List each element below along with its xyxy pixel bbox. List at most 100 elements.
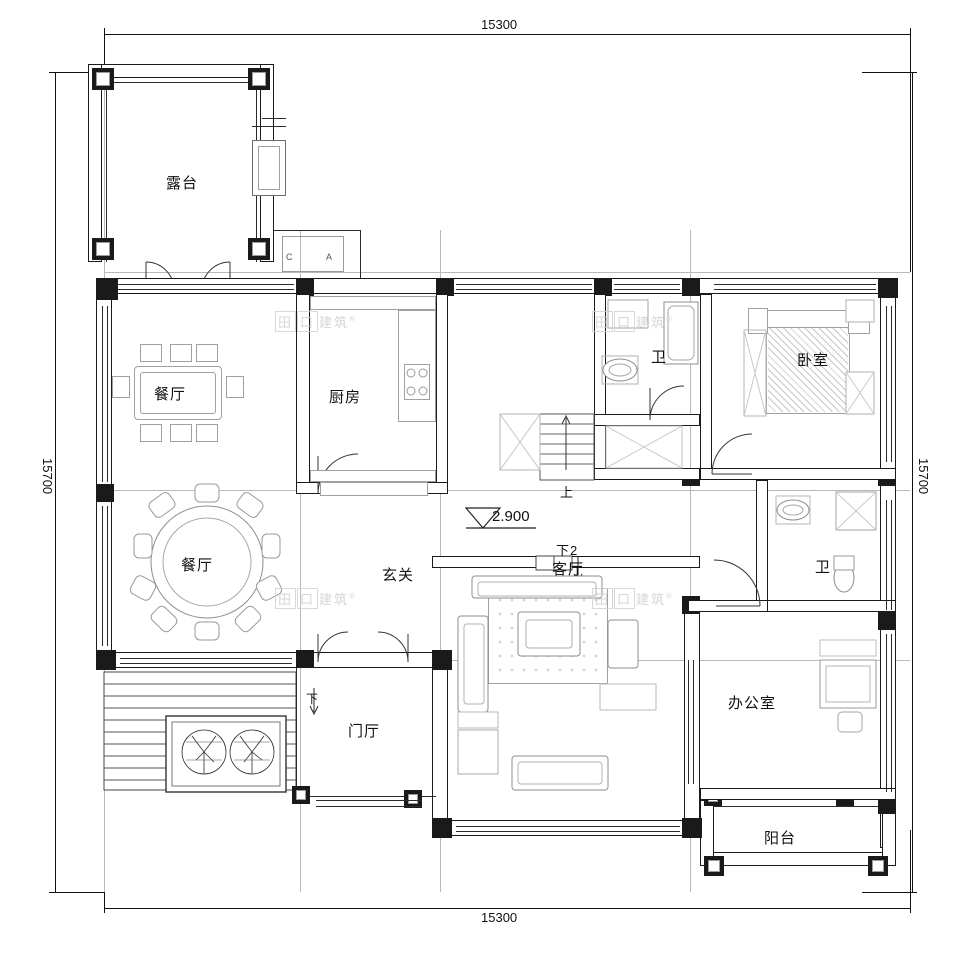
column-bottom-3 [432,818,452,838]
window-bottom-living-b [456,831,680,832]
room-label-terrace: 露台 [166,175,199,192]
level-value: 2.900 [492,508,530,525]
terrace-column-br-inner [252,242,266,256]
bottom-dimension-line [104,908,910,909]
window-top-2-a [456,284,592,285]
terrace-ac-line [252,126,286,127]
room-label-balcony: 阳台 [764,830,797,847]
stair-up-label: 上 [560,485,575,500]
balcony-column-bl-inner [708,860,720,872]
dining-chair-b3 [196,424,218,442]
kitchen-cabinet-bottom [320,482,428,496]
left-dim-ext-top [55,72,105,73]
entry-hall-wall-left [296,668,297,798]
column-bottom-1 [296,650,314,668]
column-bl [96,650,116,670]
room-label-office: 办公室 [728,695,777,712]
left-dimension-value: 15700 [40,458,55,495]
stair-down-label: 下 [306,692,320,706]
terrace-wall-left [88,64,102,262]
room-label-living: 客厅 [552,561,585,578]
terrace-ac-unit-inner [258,146,280,190]
window-office-left-a [688,660,689,784]
column-right-2 [878,612,896,630]
dining-chair-b1 [140,424,162,442]
right-dimension-value: 15700 [916,458,931,495]
window-left-1-b [107,306,108,482]
porch-line-top [274,230,360,231]
top-dimension-line [104,34,910,35]
entry-column-1-inner [296,790,306,800]
window-right-2-a [886,500,887,610]
room-label-foyer: 玄关 [382,567,415,584]
kitchen-counter-top [310,296,436,310]
terrace-ac-line-2 [262,118,286,119]
terrace-column-bl-inner [96,242,110,256]
column-bottom-4 [682,818,702,838]
nightstand-left [748,308,768,334]
top-dim-tick-left [104,28,105,39]
stair-down2-label: 下2 [556,543,579,558]
left-dim-ext-bottom [55,892,105,893]
window-top-3-b [614,289,680,290]
column-top-4 [682,278,700,296]
porch-line-right [360,230,361,278]
window-left-1-a [102,306,103,482]
entry-column-2-inner [408,794,418,804]
window-top-3-a [614,284,680,285]
porch-detail-box [282,236,344,272]
grid-line-v2 [300,230,301,892]
column-left-mid [96,484,114,502]
grid-line-h1 [104,272,910,273]
dining-chair-t1 [140,344,162,362]
balcony-column-br-inner [872,860,884,872]
window-top-1-b [118,289,294,290]
left-dim-tick-bottom [49,892,60,893]
window-right-1-b [891,306,892,462]
column-right-3 [878,796,896,814]
kitchen-counter-bottom [310,470,436,482]
balcony-sill [836,796,854,806]
dining-chair-r1 [226,376,244,398]
watermark-2: 田口建筑® [592,311,674,332]
terrace-column-tl-inner [96,72,110,86]
dining-chair-l1 [112,376,130,398]
column-top-1 [296,278,314,296]
bedroom-wall-bottom [700,468,896,480]
window-bottom-left-a [120,658,292,659]
column-top-3 [594,278,612,296]
window-right-3-a [886,634,887,792]
window-office-left-b [693,660,694,784]
dining-chair-t2 [170,344,192,362]
entry-step-line [316,800,422,801]
room-label-bath-2: 卫 [815,559,832,576]
room-label-bedroom: 卧室 [797,352,830,369]
grid-line-h2 [104,490,910,491]
left-dimension-line [55,72,56,892]
window-top-1-a [118,284,294,285]
bottom-dim-ext-right [910,830,911,908]
column-tr [878,278,898,298]
dining-table-rect-inner [140,372,216,414]
right-dim-ext-bottom [862,892,912,893]
window-right-3-b [891,634,892,792]
window-right-1-a [886,306,887,462]
terrace-inner-line-top [102,82,260,83]
entry-step-line-2 [316,806,422,807]
window-bottom-living-a [456,826,680,827]
watermark-4: 田口建筑® [592,588,674,609]
balcony-inner-line [714,806,882,807]
column-top-2 [436,278,454,296]
window-right-2-b [891,500,892,610]
right-dimension-line [912,72,913,892]
room-label-bath-1: 卫 [651,349,668,366]
top-dim-tick-right [910,28,911,39]
